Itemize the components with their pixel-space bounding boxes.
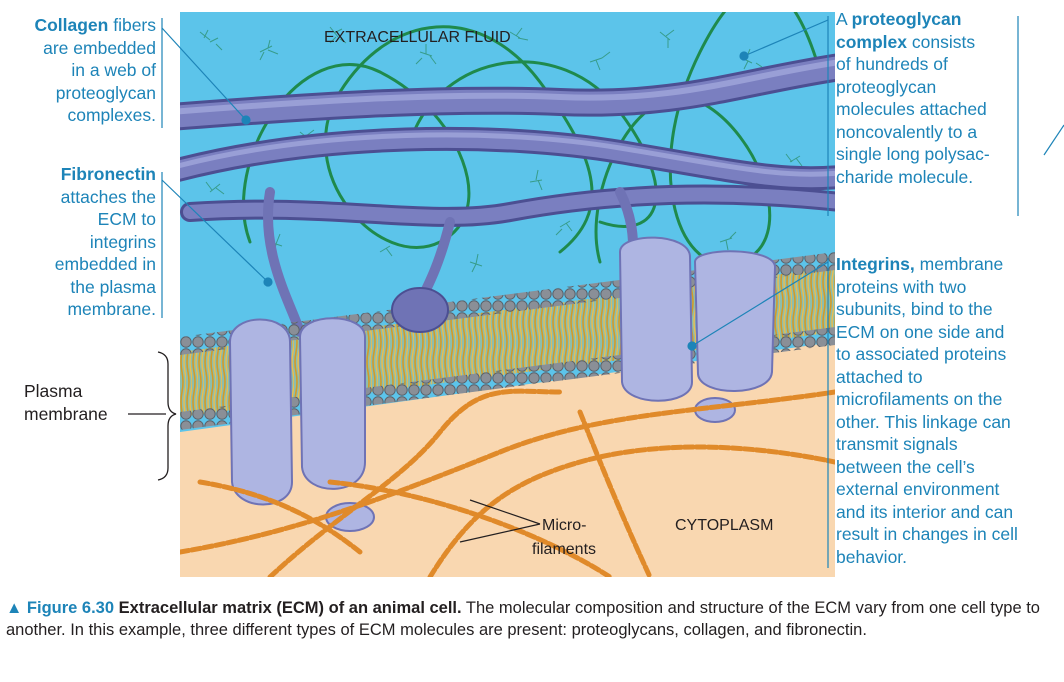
collagen-fibers (180, 53, 835, 227)
peripheral-protein (391, 287, 449, 333)
proteoglycan-line6: noncovalently to a (836, 121, 978, 142)
fibronectin-line6: the plasma (70, 276, 156, 297)
integrins-line6: attached to (836, 366, 923, 387)
integrins-line2: proteins with two (836, 276, 967, 297)
proteoglycan-line4: proteoglycan (836, 76, 937, 97)
fibronectin-line5: embedded in (54, 254, 156, 274)
integrins-line13: result in changes in cell (836, 524, 1018, 544)
figure-number: ▲ Figure 6.30 (6, 599, 115, 617)
figure-title: Extracellular matrix (ECM) of an animal … (118, 599, 462, 617)
integrin-left (228, 317, 375, 532)
collagen-line3: in a web of (71, 60, 156, 80)
integrins-line9: transmit signals (836, 434, 958, 454)
fibronectin-line2: attaches the (60, 186, 156, 207)
ecm-illustration: EXTRACELLULAR FLUID CYTOPLASM Micro- fil… (180, 12, 835, 577)
plasma-line1: Plasma (24, 381, 83, 401)
integrins-bold: Integrins, (836, 254, 915, 274)
proteoglycan-callout: A proteoglycan complex consists of hundr… (836, 8, 1026, 188)
integrins-line8: other. This linkage can (836, 411, 1011, 432)
proteoglycan-line8: charide molecule. (836, 166, 974, 187)
proteoglycan-line7: single long polysac- (836, 144, 990, 164)
proteoglycan-line2c: consists (907, 31, 976, 52)
collagen-line4: proteoglycan (55, 82, 156, 103)
proteoglycan-line3: of hundreds of (836, 54, 948, 74)
integrins-line14: behavior. (836, 546, 908, 567)
collagen-bold: Collagen (34, 15, 109, 35)
collagen-line2: are embedded (43, 37, 156, 58)
proteoglycan-line5: molecules attached (836, 99, 987, 119)
fibronectin-line4: integrins (89, 231, 156, 252)
plasma-line2: membrane (24, 403, 108, 424)
proteoglycan-bold2: complex (836, 31, 907, 52)
figure-caption-text: The molecular composition and structure … (6, 599, 1040, 639)
integrins-line4: ECM on one side and (836, 321, 1005, 342)
integrins-callout: Integrins, membrane proteins with two su… (836, 253, 1064, 568)
proteoglycan-bold1: proteoglycan (851, 9, 962, 29)
integrins-line11: external environment (836, 479, 1000, 499)
integrins-line3: subunits, bind to the (836, 299, 993, 319)
fibronectin-bold: Fibronectin (60, 164, 156, 184)
integrins-line7: microfilaments on the (836, 389, 1003, 409)
collagen-line1: fibers (108, 15, 156, 35)
fibronectin-line3: ECM to (97, 209, 156, 229)
figure-caption: ▲ Figure 6.30 Extracellular matrix (ECM)… (6, 597, 1056, 641)
fibronectin-callout: Fibronectin attaches the ECM to integrin… (0, 163, 156, 321)
extracellular-fluid-label: EXTRACELLULAR FLUID (324, 29, 511, 46)
microfilaments (180, 388, 835, 577)
proteoglycan-line1a: A (836, 9, 852, 29)
fibronectin-line7: membrane. (67, 299, 156, 319)
integrins-line5: to associated proteins (836, 344, 1007, 364)
microfilaments-label-line1: Micro- (542, 517, 586, 534)
cytoplasm-label: CYTOPLASM (675, 517, 773, 534)
integrins-line12: and its interior and can (836, 501, 1014, 522)
integrins-line1: membrane (914, 254, 1004, 274)
collagen-callout: Collagen fibers are embedded in a web of… (0, 14, 156, 127)
collagen-line5: complexes. (67, 105, 156, 125)
plasma-membrane-label: Plasma membrane (24, 380, 134, 425)
microfilament-pointers (459, 499, 541, 543)
integrins-line10: between the cell’s (836, 456, 975, 477)
microfilaments-label-line2: filaments (532, 541, 596, 558)
